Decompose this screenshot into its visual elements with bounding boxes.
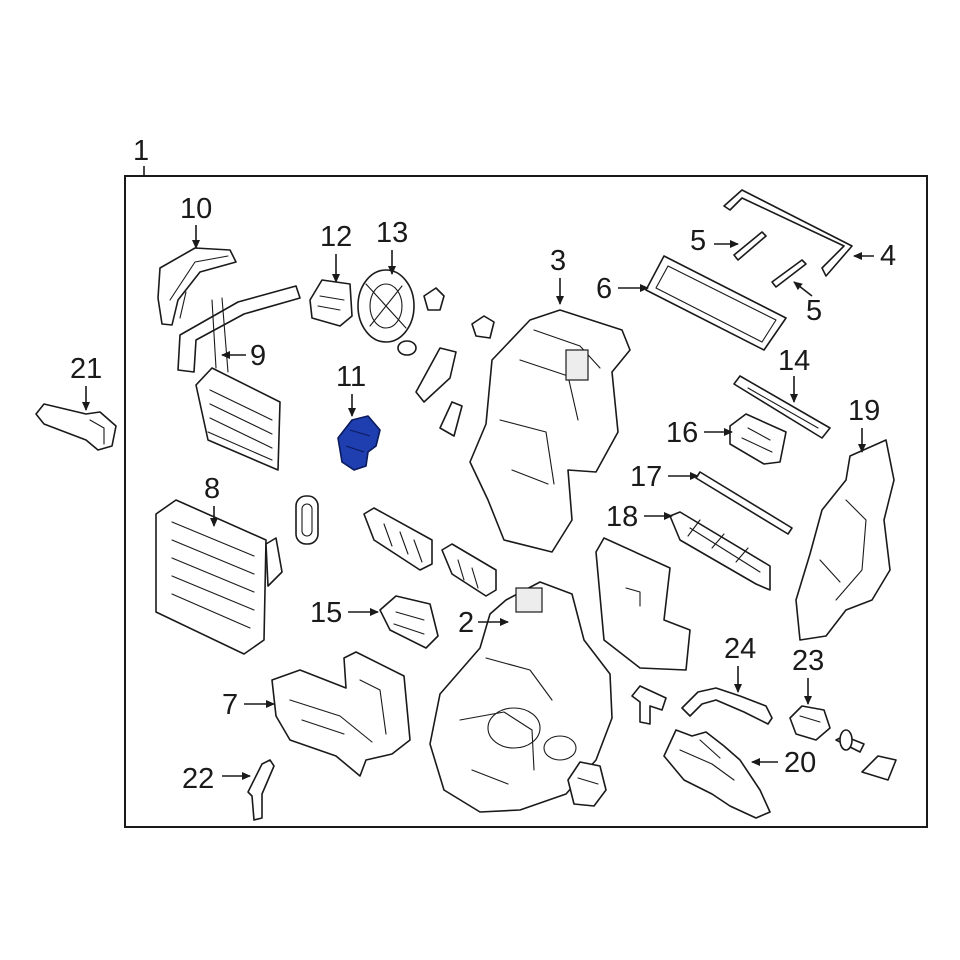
part-13-blower-wheel[interactable] [357, 269, 415, 343]
callout-6-label: 6 [596, 273, 612, 305]
callout-15-label: 15 [310, 597, 342, 629]
part-9-heater-core[interactable] [177, 285, 301, 471]
part-17-strip-door[interactable] [695, 471, 793, 535]
part-16-actuator[interactable] [729, 413, 787, 465]
callout-16[interactable]: 16 [666, 417, 733, 449]
callout-1[interactable]: 1 [133, 135, 149, 176]
callout-12-label: 12 [320, 221, 352, 253]
bolt-and-cap [835, 729, 897, 781]
part-21-fitting[interactable] [35, 403, 117, 451]
callout-14-label: 14 [778, 345, 810, 377]
callout-22-label: 22 [182, 763, 214, 795]
small-fittings [397, 287, 495, 437]
callout-3[interactable]: 3 [550, 245, 566, 305]
callout-15[interactable]: 15 [310, 597, 379, 629]
assembly-frame [124, 175, 928, 828]
callout-24[interactable]: 24 [724, 633, 756, 693]
part-14-door[interactable] [733, 375, 831, 439]
callout-19[interactable]: 19 [848, 395, 880, 453]
part-6-cabin-filter[interactable] [645, 255, 787, 351]
callout-11-label: 11 [336, 361, 366, 393]
callout-13[interactable]: 13 [376, 217, 408, 275]
callout-21-label: 21 [70, 353, 102, 385]
part-8-evaporator[interactable] [155, 499, 283, 655]
callout-3-label: 3 [550, 245, 566, 277]
part-15-actuator[interactable] [379, 595, 439, 649]
callout-8[interactable]: 8 [204, 473, 220, 527]
callout-2[interactable]: 2 [458, 607, 509, 639]
gasket-seal [295, 495, 319, 545]
callout-18[interactable]: 18 [606, 501, 673, 533]
callout-5a-label: 5 [690, 225, 706, 257]
elbow-fitting [631, 685, 667, 725]
part-5-rod-lower[interactable] [771, 259, 807, 288]
callout-5b-label: 5 [806, 295, 822, 327]
callout-12[interactable]: 12 [320, 221, 352, 283]
callout-14[interactable]: 14 [778, 345, 810, 403]
part-2-lower-case[interactable] [429, 581, 613, 813]
callout-4-label: 4 [880, 240, 896, 272]
louver-assembly [363, 507, 497, 597]
callout-22[interactable]: 22 [182, 763, 251, 795]
part-5-rod-upper[interactable] [733, 231, 767, 261]
part-3-upper-case[interactable] [469, 309, 631, 553]
callout-23[interactable]: 23 [792, 645, 824, 705]
callout-7-label: 7 [222, 689, 238, 721]
callout-24-label: 24 [724, 633, 756, 665]
callout-5b-leader [793, 281, 813, 297]
callout-2-label: 2 [458, 607, 474, 639]
part-22-drain-hose[interactable] [247, 759, 275, 821]
baffle-plate [595, 537, 691, 671]
callout-21[interactable]: 21 [70, 353, 102, 411]
callout-23-label: 23 [792, 645, 824, 677]
callout-9[interactable]: 9 [221, 340, 266, 372]
callout-13-label: 13 [376, 217, 408, 249]
callout-20-label: 20 [784, 747, 816, 779]
part-23-sensor[interactable] [789, 705, 831, 741]
callout-19-label: 19 [848, 395, 880, 427]
callout-18-label: 18 [606, 501, 638, 533]
part-11-highlighted-motor[interactable] [337, 415, 381, 471]
callout-5b[interactable]: 5 [793, 281, 822, 327]
callout-4[interactable]: 4 [853, 240, 896, 272]
callout-8-label: 8 [204, 473, 220, 505]
callout-20[interactable]: 20 [751, 747, 816, 779]
callout-17[interactable]: 17 [630, 461, 699, 493]
callout-5a[interactable]: 5 [690, 225, 739, 257]
callout-11[interactable]: 11 [336, 361, 366, 417]
part-4-rod-frame[interactable] [723, 189, 853, 277]
callout-9-label: 9 [250, 340, 266, 372]
callout-17-label: 17 [630, 461, 662, 493]
part-24-hose[interactable] [681, 687, 773, 725]
part-12-actuator[interactable] [309, 279, 353, 327]
callout-7[interactable]: 7 [222, 689, 275, 721]
callout-16-label: 16 [666, 417, 698, 449]
callout-6[interactable]: 6 [596, 273, 649, 305]
lower-motor [567, 761, 607, 807]
part-19-side-cover[interactable] [795, 439, 895, 641]
part-7-case-section[interactable] [271, 651, 411, 777]
part-20-duct[interactable] [663, 729, 771, 819]
part-10-bracket[interactable] [157, 247, 237, 326]
callout-10[interactable]: 10 [180, 193, 212, 249]
callout-1-label: 1 [133, 135, 149, 167]
callout-10-label: 10 [180, 193, 212, 225]
part-18-vent-door[interactable] [669, 511, 771, 591]
